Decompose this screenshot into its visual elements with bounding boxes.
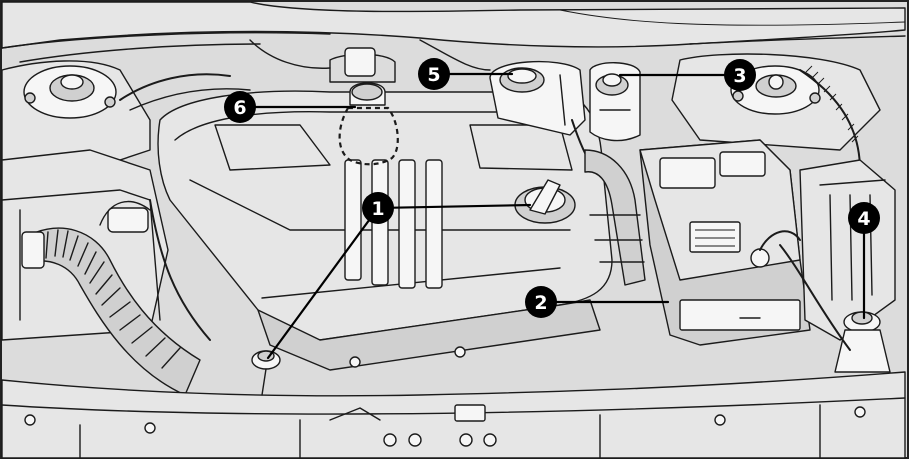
oil-filler-cap xyxy=(514,179,576,224)
callout-4-circle xyxy=(848,202,880,234)
battery-label-plate xyxy=(689,221,741,253)
callout-5-label: 5 xyxy=(427,64,440,86)
callout-5: 5 xyxy=(418,58,450,90)
callout-2-circle xyxy=(525,286,557,318)
callout-6: 6 xyxy=(224,91,256,123)
callout-1: 1 xyxy=(362,192,394,224)
hood-edge xyxy=(1,1,906,63)
misc-hoses xyxy=(119,39,491,341)
left-strut-tower xyxy=(1,60,151,171)
callout-3-label: 3 xyxy=(733,65,746,87)
callout-2-label: 2 xyxy=(534,292,547,314)
brake-fluid-reservoir xyxy=(329,47,399,166)
battery-terminal xyxy=(750,248,770,268)
crossmember-holes xyxy=(24,406,866,447)
cover-rib xyxy=(425,159,443,289)
callout-2: 2 xyxy=(525,286,557,318)
right-strut-tower xyxy=(671,53,881,151)
cover-rib xyxy=(344,159,362,281)
callout-leaders xyxy=(238,72,866,360)
leader-1-cap xyxy=(376,203,532,210)
cover-rib xyxy=(398,159,416,289)
power-steering-reservoir xyxy=(589,62,641,142)
callout-3: 3 xyxy=(724,59,756,91)
leader-1-dipstick xyxy=(266,206,380,360)
ground-cable xyxy=(799,65,861,171)
callout-5-circle xyxy=(418,58,450,90)
callout-3-circle xyxy=(724,59,756,91)
callout-6-label: 6 xyxy=(233,97,246,119)
callout-4: 4 xyxy=(848,202,880,234)
battery-clamp xyxy=(659,157,716,189)
callout-1-label: 1 xyxy=(371,198,384,220)
callout-1-circle xyxy=(362,192,394,224)
callout-6-circle xyxy=(224,91,256,123)
callout-4-label: 4 xyxy=(857,208,870,230)
battery xyxy=(639,139,811,346)
coolant-hose xyxy=(584,149,646,286)
intake-hose xyxy=(21,200,201,396)
front-crossmember xyxy=(1,371,906,459)
